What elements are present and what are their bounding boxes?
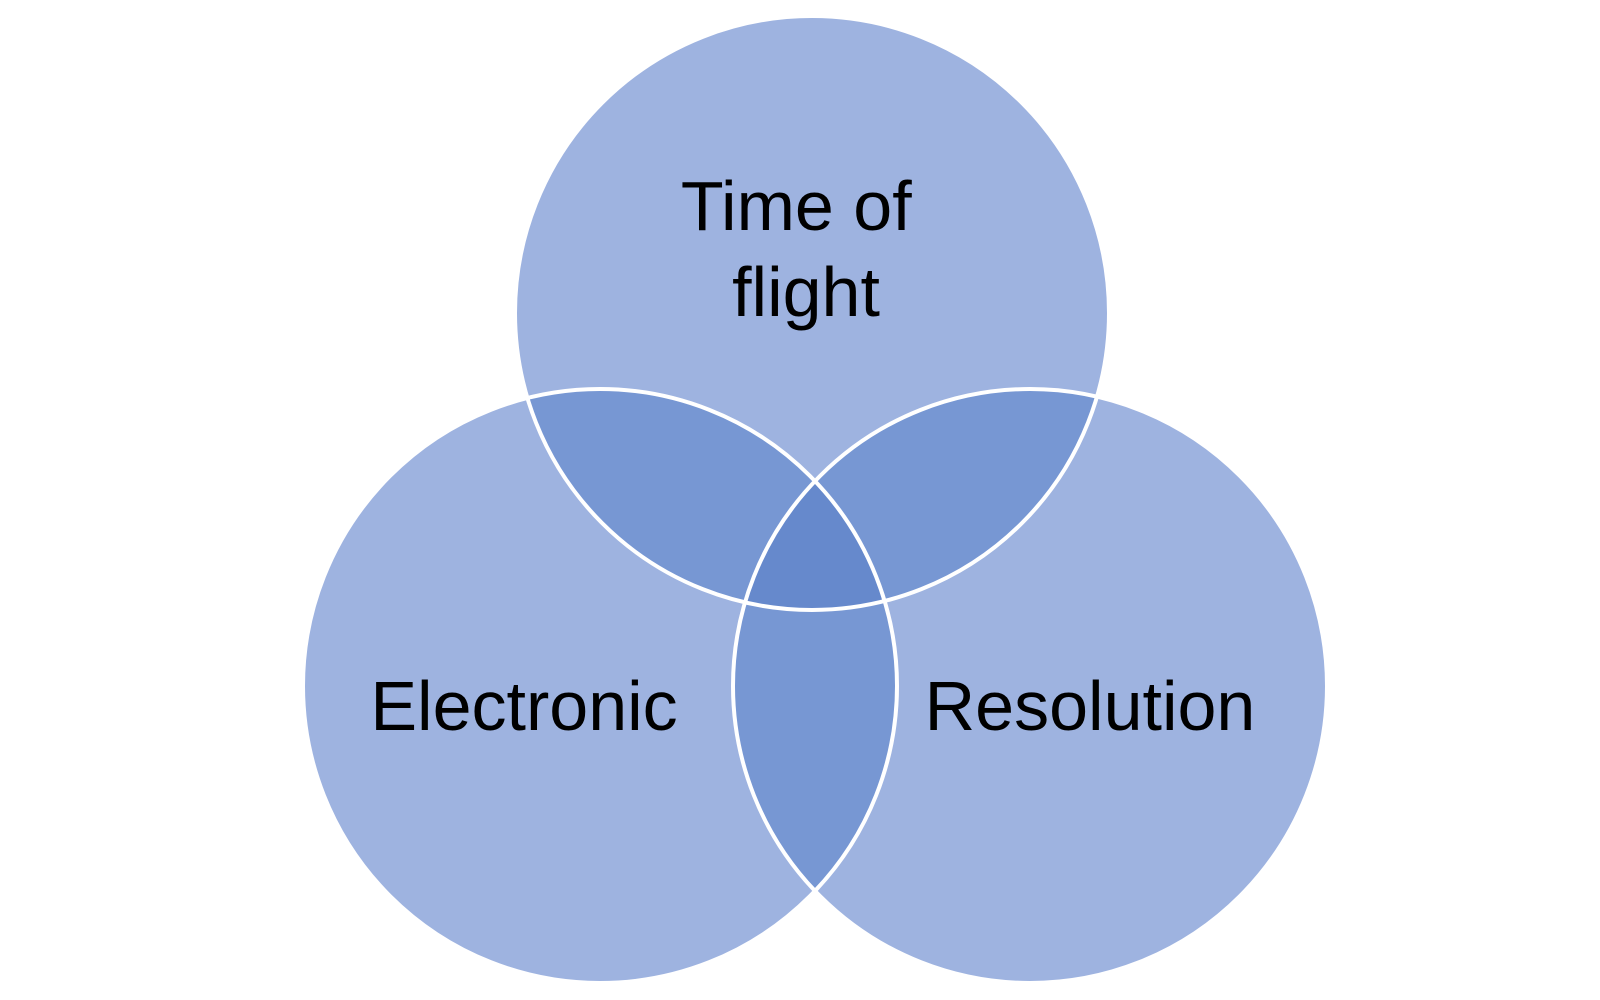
- venn-overlap-top-right: [733, 389, 1109, 610]
- label-resolution: Resolution: [925, 667, 1256, 745]
- label-time-of-flight-line1: Time of: [681, 167, 912, 245]
- venn-outline-left: [301, 387, 899, 985]
- venn-overlap-top-left: [515, 389, 897, 610]
- venn-outline-top: [513, 14, 1111, 612]
- venn-outline-right: [731, 387, 1329, 985]
- label-time-of-flight-line2: flight: [732, 253, 880, 331]
- label-time-of-flight: Time of flight: [681, 167, 931, 331]
- label-electronic: Electronic: [370, 667, 677, 745]
